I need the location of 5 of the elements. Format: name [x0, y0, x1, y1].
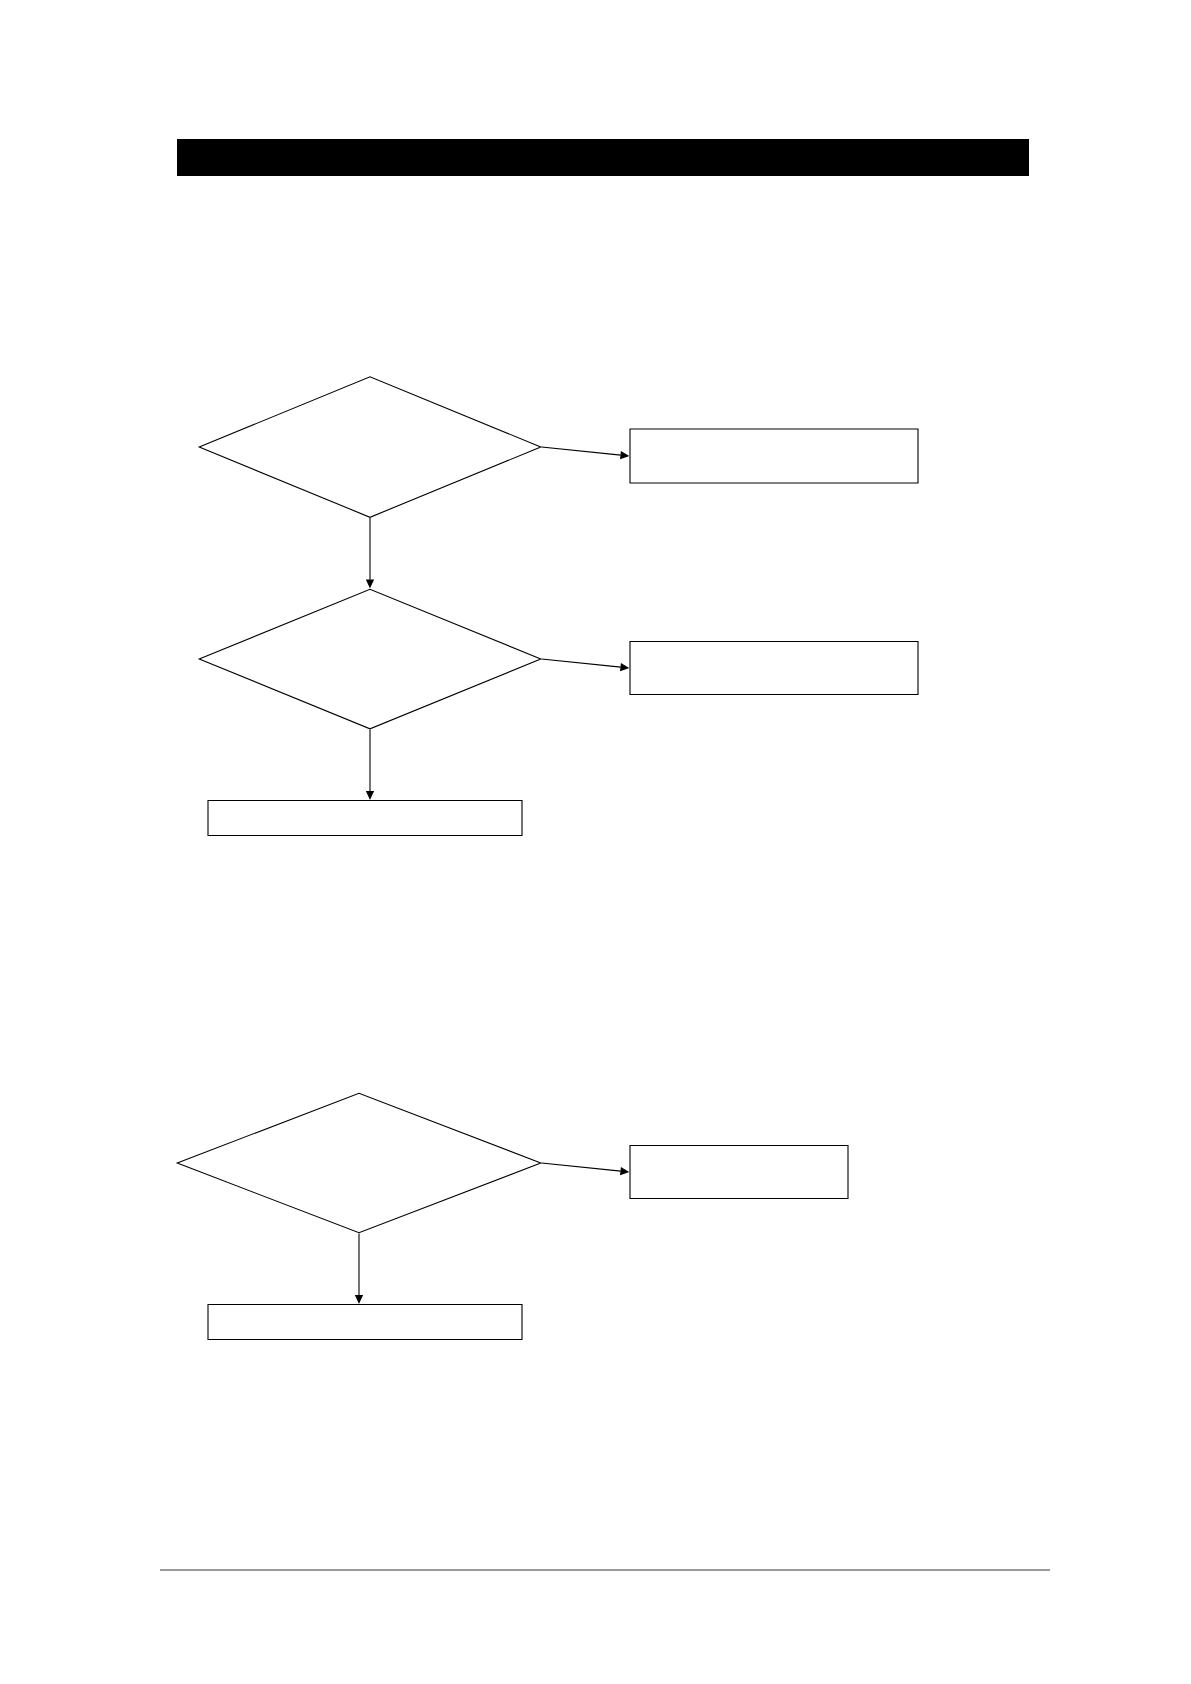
process-box: [207, 1303, 523, 1341]
process-box: [629, 1144, 849, 1200]
process-box: [207, 799, 523, 837]
process-box: [629, 428, 919, 484]
process-box: [629, 640, 919, 696]
